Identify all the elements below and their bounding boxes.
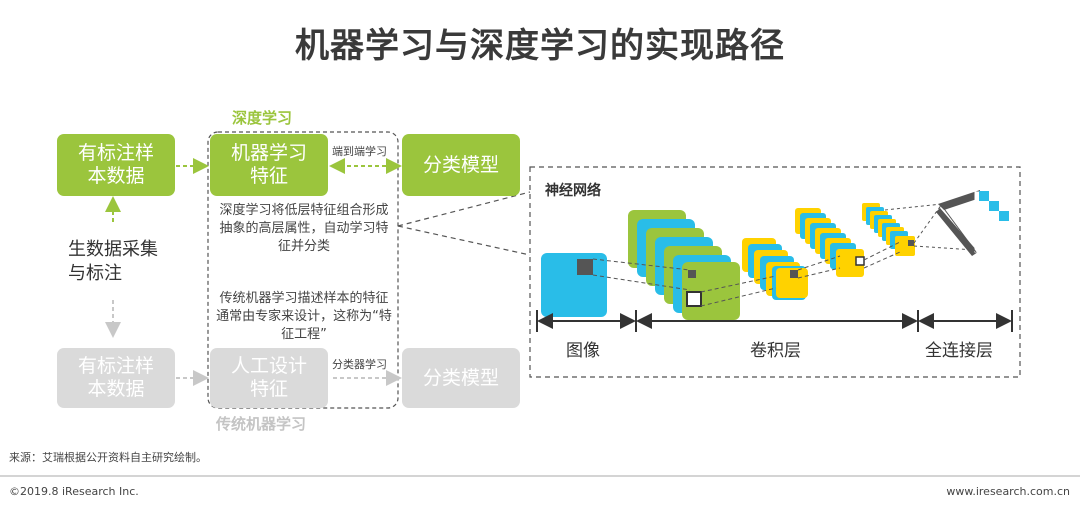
deep-learning-description: 深度学习将低层特征组合形成抽象的高层属性，自动学习特征并分类 (219, 203, 389, 254)
labeled-data-box-traditional: 有标注样本数据 (57, 348, 175, 408)
data-collection-label: 生数据采集与标注 (68, 239, 158, 284)
axis-label-image: 图像 (566, 341, 600, 361)
end-to-end-label: 端到端学习 (332, 145, 387, 158)
source-note: 来源：艾瑞根据公开资料自主研究绘制。 (9, 451, 207, 464)
axis-label-fc: 全连接层 (925, 341, 993, 361)
classifier-box-deep: 分类模型 (402, 134, 520, 196)
labeled-data-box-deep: 有标注样本数据 (57, 134, 175, 196)
classifier-box-traditional: 分类模型 (402, 348, 520, 408)
traditional-ml-description: 传统机器学习描述样本的特征通常由专家来设计，这称为“特征工程” (216, 291, 392, 342)
neural-net-label: 神经网络 (545, 183, 601, 199)
neural-net-frame (529, 166, 1021, 378)
deep-learning-label: 深度学习 (232, 109, 293, 127)
ml-feature-box: 机器学习特征 (210, 134, 328, 196)
conv-stack-3 (795, 208, 865, 277)
copyright: ©2019.8 iResearch Inc. (9, 485, 139, 498)
page-title: 机器学习与深度学习的实现路径 (295, 26, 785, 66)
axis-label-conv: 卷积层 (750, 341, 801, 361)
fully-connected-layer (884, 190, 1009, 256)
manual-feature-box: 人工设计特征 (210, 348, 328, 408)
feature-column-frame (207, 131, 399, 409)
conv-stack-4 (862, 203, 915, 256)
classifier-learning-label: 分类器学习 (332, 358, 387, 371)
website-link[interactable]: www.iresearch.com.cn (946, 485, 1070, 498)
traditional-ml-label: 传统机器学习 (216, 415, 307, 433)
input-image-square (541, 253, 607, 317)
conv-stack-1 (628, 210, 740, 320)
conv-stack-2 (742, 238, 808, 300)
